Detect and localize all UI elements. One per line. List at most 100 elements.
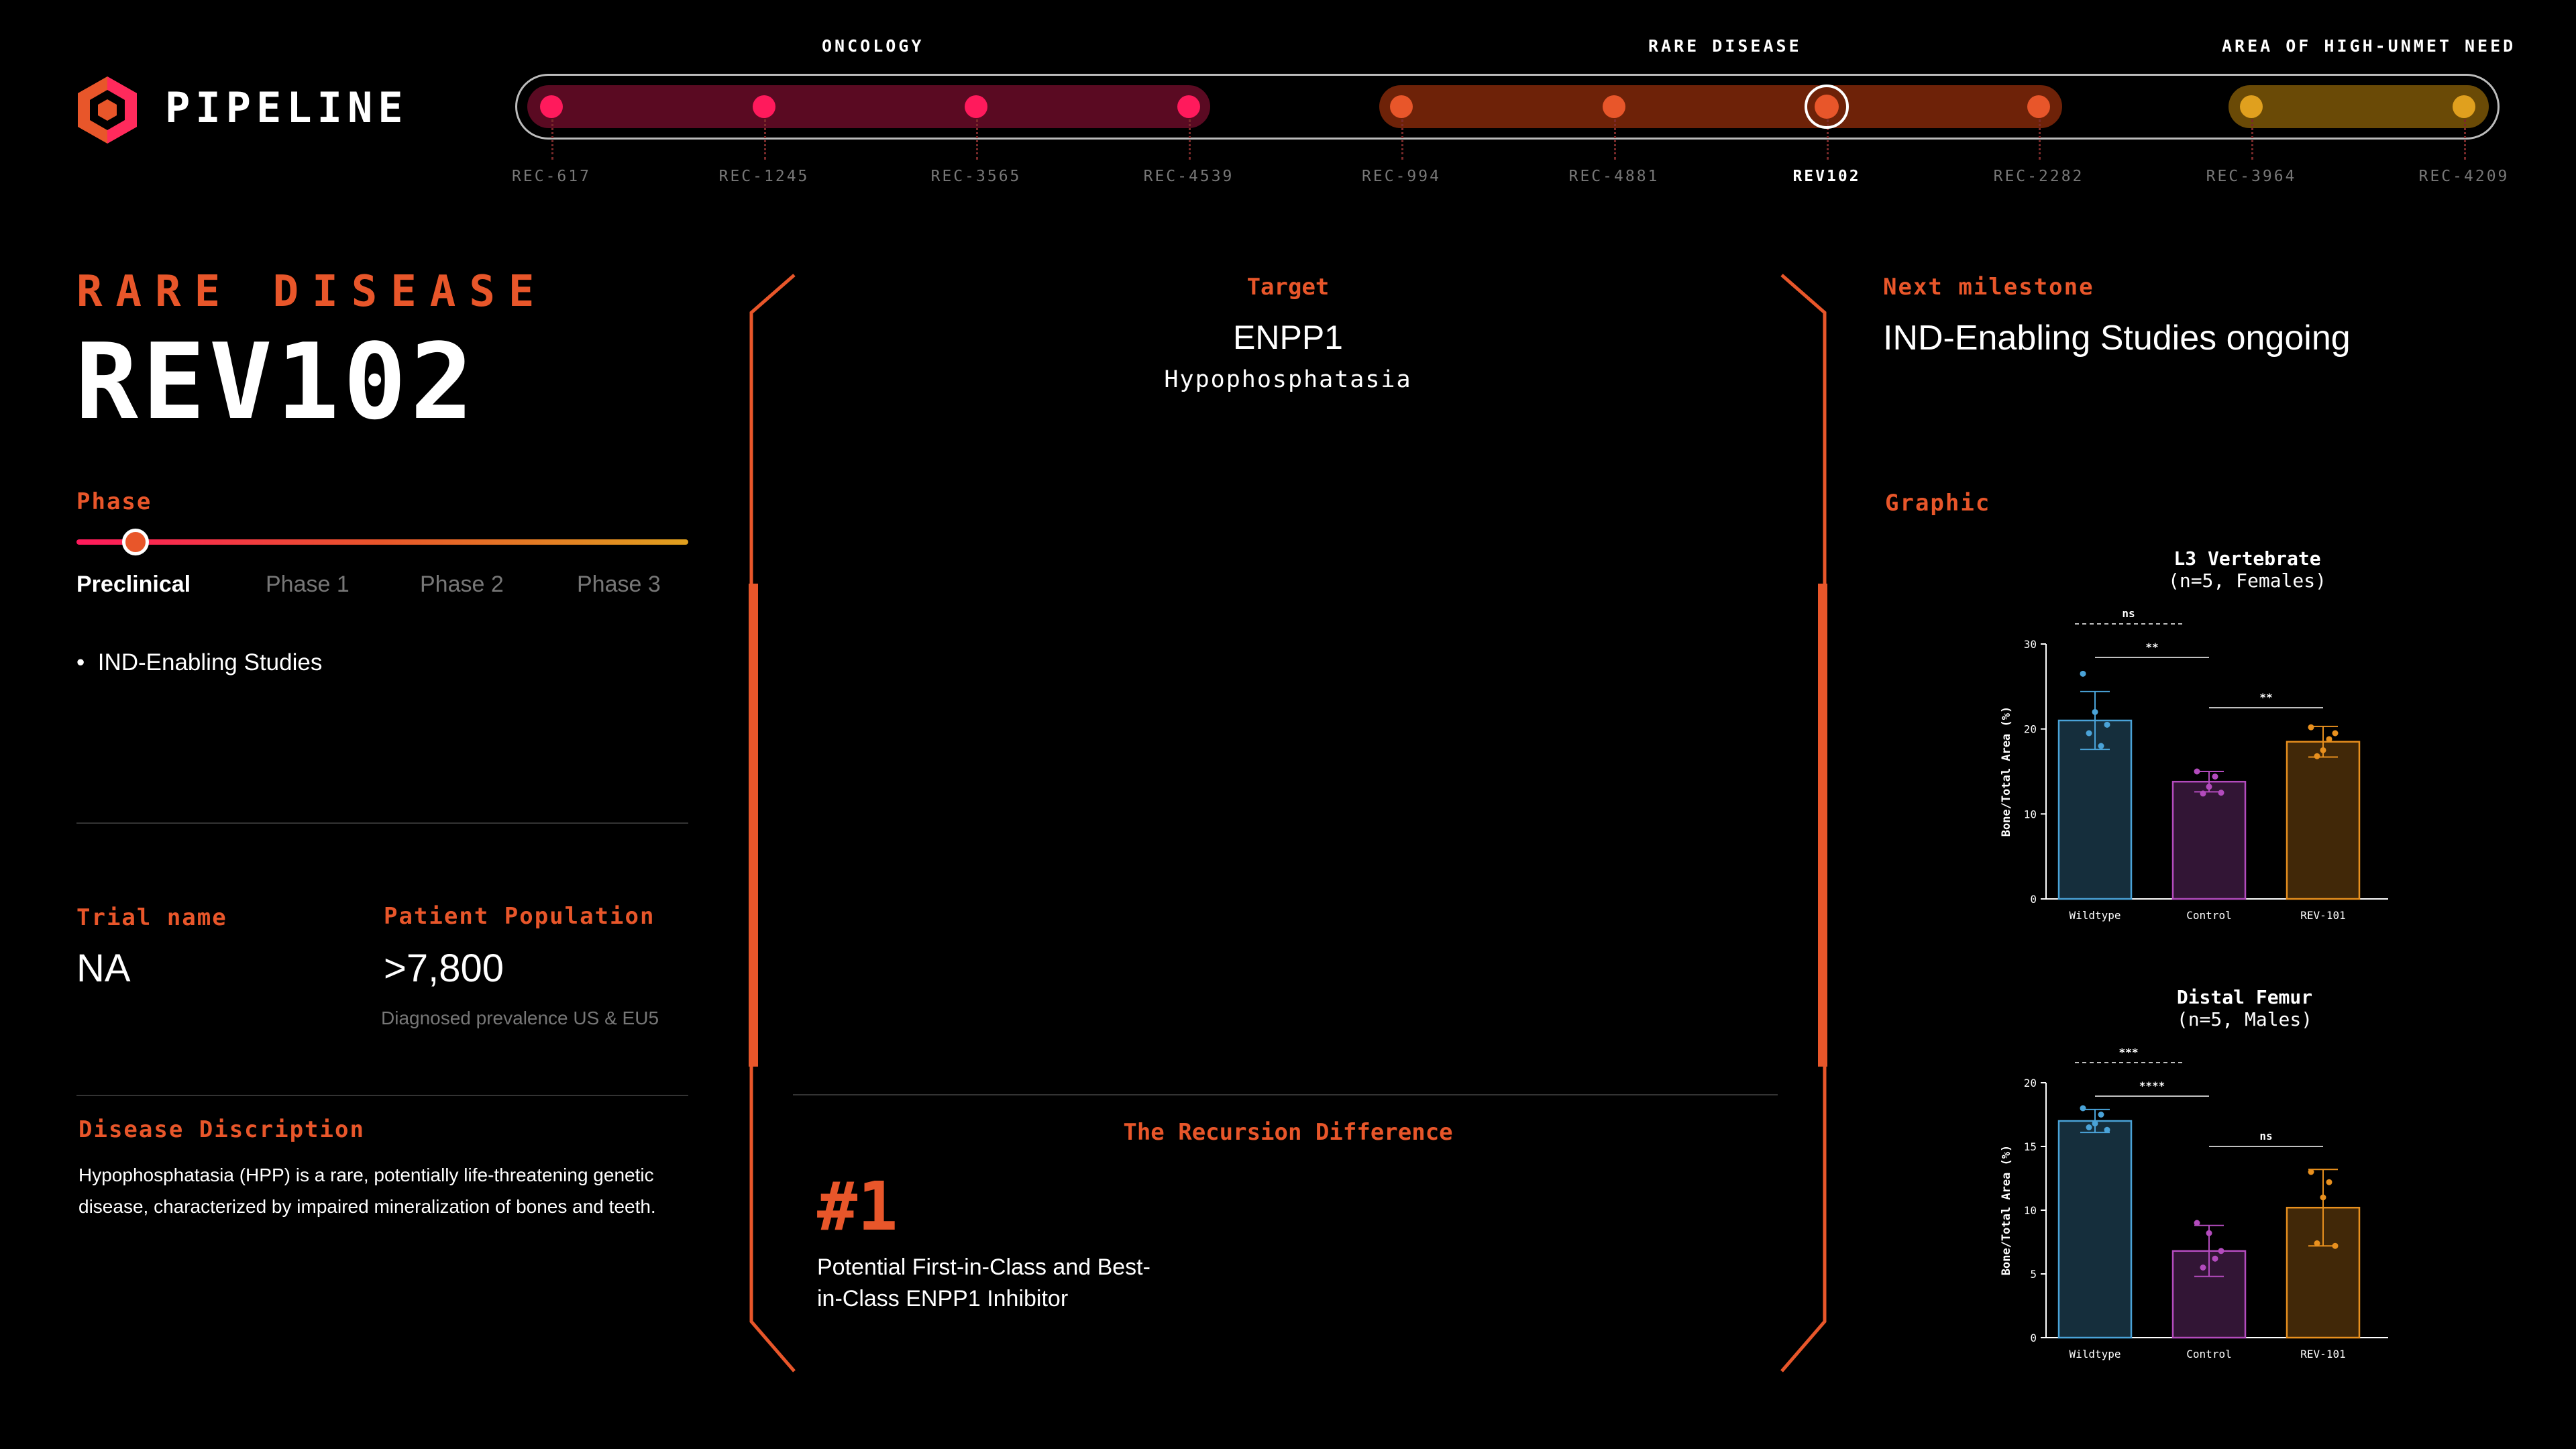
bar-wildtype: [2057, 1120, 2133, 1339]
stem: [976, 119, 978, 160]
data-point: [2320, 747, 2326, 753]
program-dot-rec-1245[interactable]: [753, 95, 775, 118]
data-point: [2200, 790, 2206, 797]
y-tick-label: 20: [2024, 723, 2037, 736]
significance-label: ns: [2259, 1130, 2272, 1142]
program-dot-rec-994[interactable]: [1390, 95, 1413, 118]
program-label-rec-994[interactable]: REC-994: [1362, 168, 1441, 185]
x-tick-label: Wildtype: [2069, 909, 2121, 922]
program-label-rec-4539[interactable]: REC-4539: [1143, 168, 1234, 185]
chart-2-subtitle: (n=5, Males): [2176, 1008, 2313, 1030]
data-point: [2080, 670, 2086, 677]
disease-description-text: Hypophosphatasia (HPP) is a rare, potent…: [78, 1165, 656, 1217]
program-dot-rev102-active[interactable]: [1805, 85, 1849, 129]
y-tick-label: 20: [2024, 1077, 2037, 1089]
data-point: [2308, 724, 2314, 731]
x-tick-label: REV-101: [2300, 909, 2345, 922]
data-point: [2320, 1194, 2326, 1201]
program-dot-rec-4539[interactable]: [1177, 95, 1200, 118]
phase-item-phase-1[interactable]: Phase 1: [266, 572, 350, 597]
oncology-segment: [527, 85, 1210, 128]
y-tick-label: 0: [2030, 893, 2037, 906]
data-point: [2200, 1265, 2206, 1271]
y-axis-label: Bone/Total Area (%): [2000, 1145, 2013, 1275]
category-label-high-unmet-need: AREA OF HIGH-UNMET NEED: [2222, 36, 2516, 56]
program-label-rec-4881[interactable]: REC-4881: [1568, 168, 1660, 185]
bar-rev-101: [2286, 741, 2361, 900]
phase-item-phase-3[interactable]: Phase 3: [577, 572, 661, 597]
data-point: [2206, 1230, 2212, 1236]
data-point: [2086, 730, 2092, 737]
program-label-rec-4209[interactable]: REC-4209: [2418, 168, 2510, 185]
significance-label: ***: [2119, 1046, 2139, 1059]
phase-progress-bar: [76, 539, 688, 545]
data-point: [2092, 708, 2098, 715]
phase-label: Phase: [76, 488, 152, 515]
program-title: REV102: [75, 321, 478, 443]
data-point: [2218, 790, 2224, 796]
program-dot-rec-3964[interactable]: [2240, 95, 2263, 118]
phase-progress-knob: [122, 529, 149, 555]
category-title: RARE DISEASE: [76, 267, 548, 317]
program-label-rec-617[interactable]: REC-617: [512, 168, 591, 185]
category-label-rare-disease: RARE DISEASE: [1648, 36, 1802, 56]
next-milestone-label: Next milestone: [1883, 274, 2094, 301]
left-divider-1: [76, 822, 688, 824]
brand-title: PIPELINE: [165, 83, 409, 132]
data-point: [2218, 1248, 2224, 1254]
chart-2-title: Distal Femur: [2176, 986, 2313, 1008]
program-label-rec-2282[interactable]: REC-2282: [1993, 168, 2084, 185]
y-tick-label: 0: [2030, 1332, 2037, 1344]
left-divider-2: [76, 1095, 688, 1096]
data-point: [2080, 1105, 2086, 1112]
patient-population-label: Patient Population: [384, 903, 655, 930]
stem: [2039, 119, 2041, 160]
program-dot-rec-2282[interactable]: [2027, 95, 2050, 118]
target-indication: Hypophosphatasia: [1164, 366, 1412, 393]
data-point: [2206, 784, 2212, 790]
category-label-oncology: ONCOLOGY: [822, 36, 924, 56]
rare-disease-segment: [1379, 85, 2062, 128]
significance-label: ****: [2139, 1079, 2165, 1092]
phase-item-phase-2[interactable]: Phase 2: [420, 572, 504, 597]
target-frame: [749, 274, 1827, 1373]
bullet-icon: •: [76, 649, 85, 676]
y-tick-label: 30: [2024, 638, 2037, 651]
trial-name-label: Trial name: [76, 904, 227, 931]
unmet-need-segment: [2229, 85, 2489, 128]
chart-1-title: L3 Vertebrate: [2174, 547, 2321, 570]
program-dot-rec-4209[interactable]: [2453, 95, 2475, 118]
program-label-rec-3964[interactable]: REC-3964: [2206, 168, 2297, 185]
data-point: [2098, 743, 2104, 749]
center-divider: [793, 1094, 1778, 1095]
significance-label: ns: [2122, 607, 2135, 620]
y-tick-label: 10: [2024, 1204, 2037, 1217]
data-point: [2314, 1240, 2320, 1246]
program-label-rec-1245[interactable]: REC-1245: [718, 168, 810, 185]
data-point: [2332, 730, 2339, 737]
target-label: Target: [1246, 274, 1330, 301]
program-label-rev102[interactable]: REV102: [1792, 168, 1861, 185]
pipeline-track: [515, 74, 2500, 140]
stem: [2251, 119, 2253, 160]
stem: [1401, 119, 1403, 160]
program-dot-rec-617[interactable]: [540, 95, 563, 118]
bullet-text: IND-Enabling Studies: [97, 649, 323, 676]
y-tick-label: 10: [2024, 808, 2037, 820]
program-dot-rec-3565[interactable]: [965, 95, 987, 118]
phase-item-preclinical[interactable]: Preclinical: [76, 572, 191, 597]
chart-1-header: L3 Vertebrate (n=5, Females): [2080, 547, 2415, 592]
x-tick-label: REV-101: [2300, 1348, 2345, 1360]
target-value: ENPP1: [1233, 319, 1343, 356]
stem: [1614, 119, 1616, 160]
next-milestone-value: IND-Enabling Studies ongoing: [1883, 319, 2351, 358]
graphic-label: Graphic: [1885, 490, 1991, 517]
patient-population-note: Diagnosed prevalence US & EU5: [381, 1008, 659, 1028]
difference-number: #1: [817, 1167, 898, 1246]
program-dot-rec-4881[interactable]: [1603, 95, 1625, 118]
stem: [764, 119, 766, 160]
x-tick-label: Control: [2186, 909, 2231, 922]
y-axis-label: Bone/Total Area (%): [2000, 706, 2013, 837]
data-point: [2332, 1242, 2339, 1249]
program-label-rec-3565[interactable]: REC-3565: [930, 168, 1022, 185]
